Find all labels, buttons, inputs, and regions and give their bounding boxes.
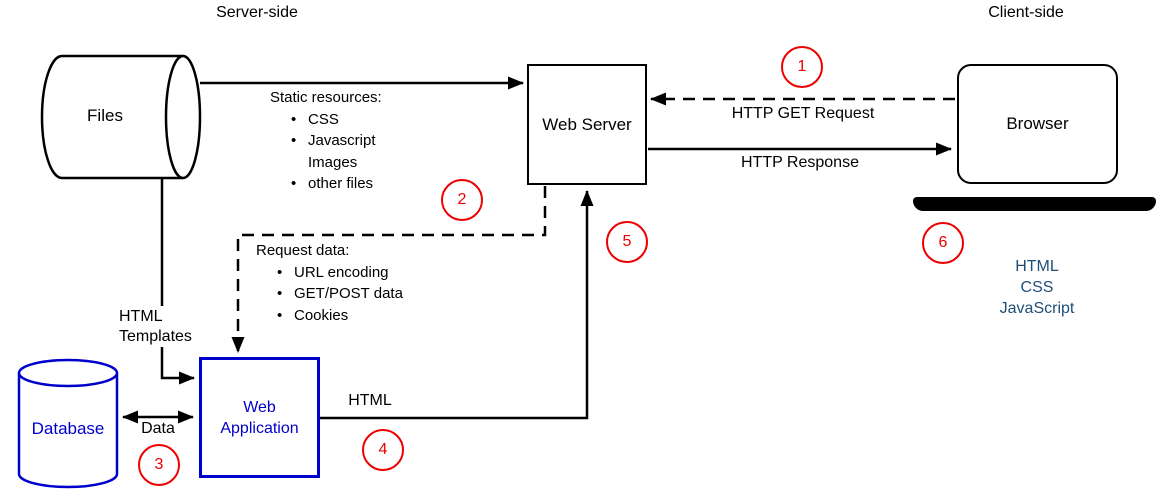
client-tech-item: HTML — [1015, 258, 1059, 275]
web-application-label-line2: Application — [220, 419, 299, 437]
step-number: 5 — [622, 233, 632, 250]
client-tech-list: HTML CSS JavaScript — [957, 256, 1117, 319]
web-server-label: Web Server — [542, 114, 632, 134]
static-resources-item: other files — [270, 173, 382, 195]
step-badge-4: 4 — [362, 429, 404, 471]
step-number: 6 — [938, 234, 948, 251]
static-resources-item: Images — [308, 153, 358, 171]
step-number: 1 — [797, 58, 807, 75]
web-application-label-line1: Web — [243, 398, 276, 416]
static-resources-note: Static resources: CSS Javascript Images … — [270, 87, 382, 195]
request-data-item: URL encoding — [256, 262, 403, 284]
http-response-label: HTTP Response — [741, 154, 859, 171]
step-badge-3: 3 — [138, 444, 180, 486]
static-resources-item: Javascript — [270, 130, 382, 152]
step-badge-6: 6 — [922, 222, 964, 264]
browser-node: Browser — [957, 64, 1118, 184]
arrow-templates-to-webapp — [160, 178, 195, 385]
database-node-label: Database — [31, 419, 105, 438]
html-templates-label: HTML Templates — [116, 306, 195, 347]
client-tech-item: JavaScript — [999, 300, 1075, 317]
arrow-request-data-to-webapp — [231, 186, 547, 353]
server-side-title: Server-side — [216, 4, 298, 21]
http-get-request-label: HTTP GET Request — [731, 105, 875, 122]
step-number: 3 — [154, 456, 164, 473]
html-templates-line1: HTML — [119, 308, 163, 325]
static-resources-title: Static resources: — [270, 89, 382, 106]
step-badge-2: 2 — [441, 179, 483, 221]
html-templates-line2: Templates — [119, 327, 192, 345]
step-number: 4 — [378, 441, 388, 458]
data-edge-label: Data — [141, 420, 175, 437]
request-data-title: Request data: — [256, 242, 350, 259]
arrow-webapp-html-to-webserver — [320, 190, 594, 420]
files-node-label: Files — [87, 106, 123, 125]
html-edge-label: HTML — [348, 392, 392, 409]
step-badge-1: 1 — [781, 46, 823, 88]
web-server-node: Web Server — [527, 64, 647, 185]
static-resources-item: CSS — [270, 109, 382, 131]
files-cylinder-shape — [40, 54, 202, 180]
browser-label: Browser — [1006, 114, 1069, 133]
database-cylinder-shape — [17, 358, 119, 489]
request-data-item: GET/POST data — [256, 283, 403, 305]
laptop-base-shape — [913, 197, 1156, 211]
step-badge-5: 5 — [606, 221, 648, 263]
request-data-item: Cookies — [256, 305, 403, 327]
request-data-note: Request data: URL encoding GET/POST data… — [256, 240, 403, 326]
client-tech-item: CSS — [1020, 279, 1054, 296]
step-number: 2 — [457, 191, 467, 208]
client-side-title: Client-side — [988, 4, 1064, 21]
web-application-node: Web Application — [199, 357, 320, 478]
